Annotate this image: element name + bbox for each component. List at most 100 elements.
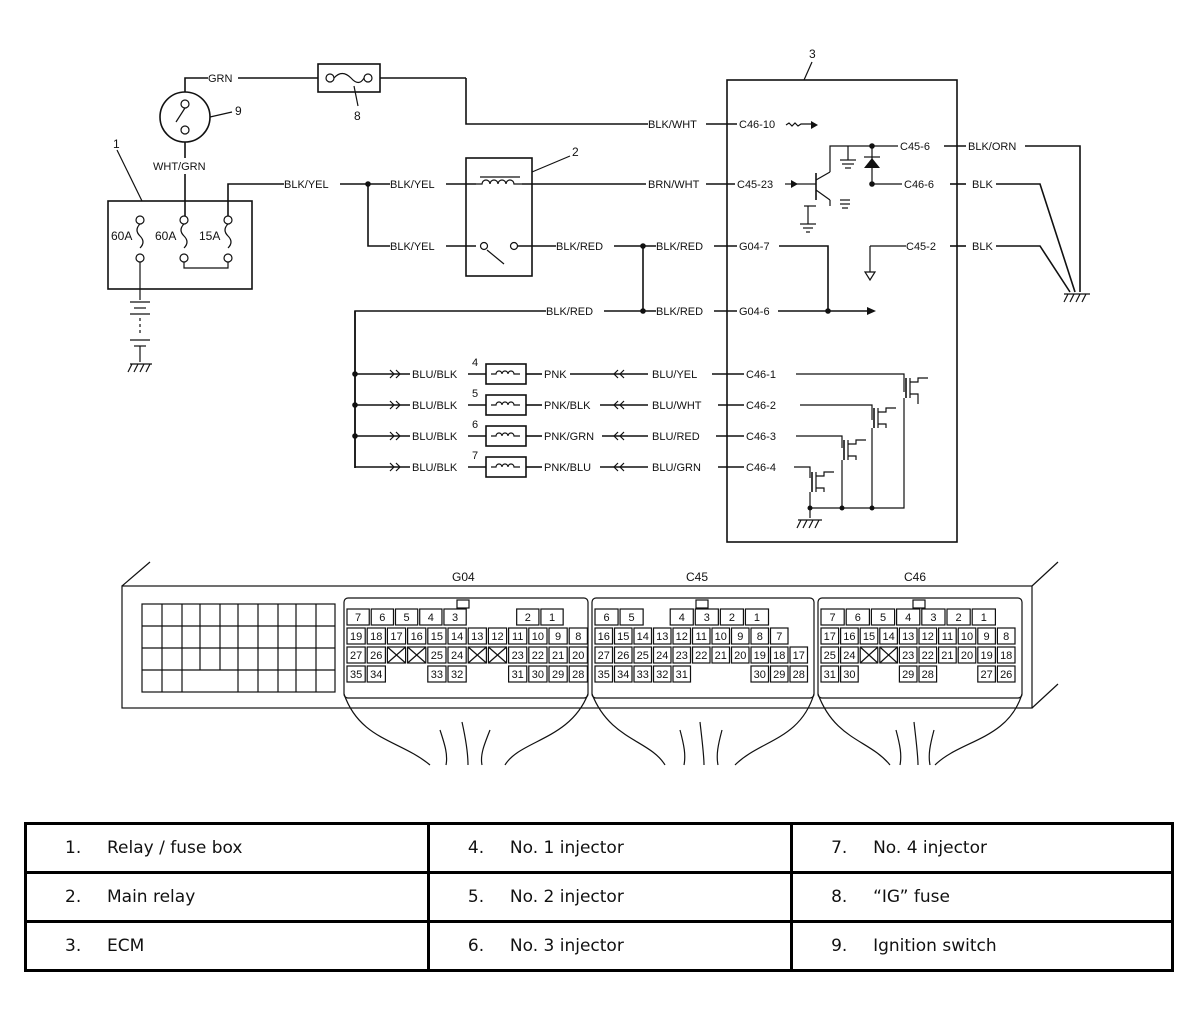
legend-cell: 9.Ignition switch xyxy=(790,920,1174,972)
fuse-15a xyxy=(223,215,233,263)
connector-pin-number: 21 xyxy=(941,650,953,662)
connector-pin-number: 6 xyxy=(379,612,385,624)
connector-pin-number: 35 xyxy=(598,669,610,681)
connector-pin-number: 22 xyxy=(922,650,934,662)
connector-pin-cell xyxy=(711,646,731,664)
connector-pin-cell xyxy=(730,646,750,664)
connector-pin-cell xyxy=(633,627,653,645)
connector-pin-cell xyxy=(508,627,528,645)
connector-pin-cell xyxy=(957,627,977,645)
callout-4: 4 xyxy=(472,357,478,369)
connector-pin-number: 20 xyxy=(572,650,584,662)
connector-pin-cell xyxy=(652,665,672,683)
connector-pin-cell xyxy=(568,627,589,645)
connector-pin-cell xyxy=(820,646,840,664)
connector-pin-cell xyxy=(427,627,447,645)
connector-pin-cell xyxy=(487,646,508,664)
connector-pin-number: 23 xyxy=(676,650,688,662)
connector-pin-number: 16 xyxy=(411,631,423,643)
legend-text: Ignition switch xyxy=(873,936,997,956)
connector-pin-number: 21 xyxy=(715,650,727,662)
connector-pin-cell xyxy=(898,646,918,664)
connector-g04 xyxy=(343,597,589,699)
connector-pin-number: 4 xyxy=(428,612,434,624)
callout-1: 1 xyxy=(113,137,120,151)
relay-coil xyxy=(476,176,522,185)
wire-blu-blk-3: BLU/BLK xyxy=(412,431,458,443)
connector-pin-cell xyxy=(672,627,692,645)
connector-pin-cell xyxy=(977,627,996,645)
connector-pin-cell xyxy=(769,627,789,645)
connector-pin-number: 22 xyxy=(695,650,707,662)
connector-pin-number: 12 xyxy=(676,631,688,643)
wire-blk-red-3: BLK/RED xyxy=(546,306,593,318)
connector-pin-cell xyxy=(528,665,548,683)
connector-pin-cell xyxy=(407,646,427,664)
connector-pin-number: 8 xyxy=(1003,631,1009,643)
connector-pin-cell xyxy=(971,608,997,626)
wire-blu-blk-2: BLU/BLK xyxy=(412,400,458,412)
connector-pin-cell xyxy=(528,627,548,645)
terminal-g04-6: G04-6 xyxy=(739,306,770,318)
connector-pin-blank xyxy=(467,646,487,664)
connector-pin-cell xyxy=(386,627,407,645)
connector-pin-number: 2 xyxy=(729,612,735,624)
legend-number: 6. xyxy=(467,936,485,956)
connector-pin-cell xyxy=(996,646,1016,664)
connector-pin-cell xyxy=(672,665,692,683)
connector-pin-cell xyxy=(366,646,387,664)
connector-pin-cell xyxy=(394,608,419,626)
relay-fuse-box xyxy=(107,200,253,290)
connector-pin-cell xyxy=(977,665,996,683)
connector-pin-cell xyxy=(895,608,921,626)
connector-g04-name: G04 xyxy=(452,570,475,584)
connector-pin-cell xyxy=(346,646,366,664)
connector-pin-cell xyxy=(918,646,938,664)
connector-c45 xyxy=(591,597,815,699)
connector-pin-number: 28 xyxy=(572,669,584,681)
connector-pin-number: 26 xyxy=(370,650,382,662)
connector-pin-number: 6 xyxy=(603,612,609,624)
legend-text: No. 4 injector xyxy=(873,838,987,858)
legend-text: No. 3 injector xyxy=(509,936,624,956)
terminal-g04-7: G04-7 xyxy=(739,241,770,253)
legend-cell: 3.ECM xyxy=(24,920,430,972)
connector-pin-cell xyxy=(366,665,387,683)
connector-pin-blank xyxy=(407,646,427,664)
connector-pin-number: 31 xyxy=(676,669,688,681)
connector-pin-number: 14 xyxy=(451,631,463,643)
connector-pin-number: 23 xyxy=(512,650,524,662)
connector-pin-cell xyxy=(652,646,672,664)
connector-pin-number: 9 xyxy=(737,631,743,643)
connector-pin-blank xyxy=(488,646,507,664)
connector-pin-number: 9 xyxy=(984,631,990,643)
legend-text: No. 2 injector xyxy=(509,887,624,907)
connector-pin-cell xyxy=(568,646,589,664)
connector-pin-cell xyxy=(957,646,977,664)
wire-blk-red-2: BLK/RED xyxy=(656,241,703,253)
connector-pin-number: 4 xyxy=(679,612,685,624)
connector-pin-cell xyxy=(487,627,508,645)
legend-number: 4. xyxy=(467,838,485,858)
connector-pin-number: 13 xyxy=(656,631,668,643)
connector-pin-cell xyxy=(366,627,387,645)
wire-blu-red: BLU/RED xyxy=(652,431,700,443)
connector-pin-number: 3 xyxy=(930,612,936,624)
legend-number: 5. xyxy=(467,887,485,907)
legend-number: 2. xyxy=(65,887,82,907)
connector-pin-cell xyxy=(407,627,427,645)
connector-pin-cell xyxy=(672,646,692,664)
connector-pin-number: 3 xyxy=(704,612,710,624)
battery-symbol xyxy=(130,301,150,362)
fuse-60a-1 xyxy=(135,215,145,263)
connector-pin-number: 15 xyxy=(431,631,443,643)
connector-pin-cell xyxy=(619,608,644,626)
connector-pin-number: 15 xyxy=(863,631,875,643)
connector-pin-number: 18 xyxy=(1000,650,1012,662)
connector-pin-cell xyxy=(859,627,879,645)
connector-pin-number: 20 xyxy=(734,650,746,662)
injector-drivers xyxy=(794,373,928,529)
connector-pin-cell xyxy=(633,646,653,664)
wire-blu-grn: BLU/GRN xyxy=(652,462,701,474)
connector-pin-cell xyxy=(594,627,614,645)
